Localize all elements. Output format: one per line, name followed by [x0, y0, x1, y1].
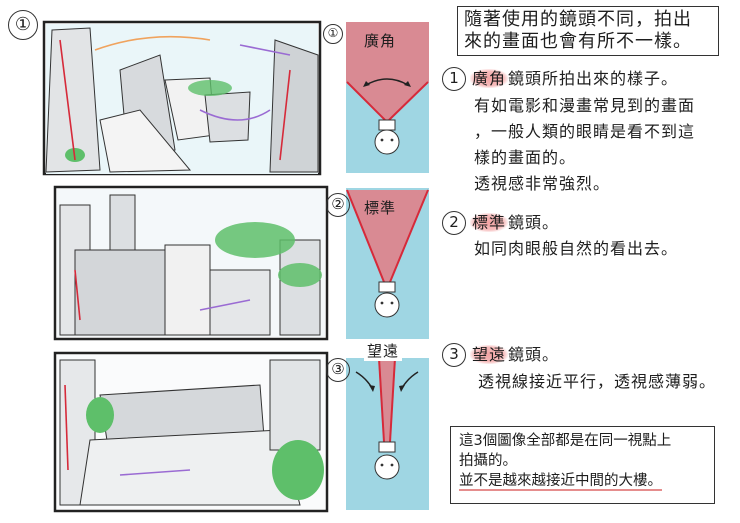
- section-1-number: 1: [442, 67, 466, 91]
- lens-label-standard: 標準: [364, 199, 397, 217]
- intro-line-2: 來的畫面也會有所不一樣。: [464, 31, 692, 52]
- section-3-line-1: 透視線接近平行，透視感薄弱。: [478, 372, 717, 391]
- lens-diagram-wide: [346, 22, 429, 173]
- section-3-number: 3: [442, 343, 466, 367]
- section-2-lead: 標準鏡頭。: [470, 211, 559, 235]
- lens-label-wide: 廣角: [364, 32, 397, 50]
- panel-2-standard-city: [53, 185, 329, 341]
- section-1-line-4: 透視感非常強烈。: [474, 174, 611, 193]
- panel-3-number: ③: [326, 358, 350, 382]
- panel-2-number: ②: [326, 193, 350, 217]
- lens-1-number: ①: [323, 24, 343, 44]
- panel-1-number: ①: [8, 10, 38, 40]
- section-1-line-1: 有如電影和漫畫常見到的畫面: [474, 96, 696, 115]
- section-1-keyword: 廣角: [470, 69, 509, 88]
- note-line-2: 拍攝的。: [459, 453, 517, 469]
- intro-box: 隨著使用的鏡頭不同，拍出 來的畫面也會有所不一樣。: [457, 6, 719, 56]
- note-underlined: 並不是越來越接近中間的大樓。: [459, 473, 662, 491]
- note-box: 這3個圖像全部都是在同一視點上 拍攝的。 並不是越來越接近中間的大樓。: [450, 426, 715, 504]
- panel-1-wide-city: [42, 20, 322, 176]
- section-2-number: 2: [442, 211, 466, 235]
- section-1-lead: 廣角鏡頭所拍出來的樣子。: [470, 67, 678, 91]
- section-3-keyword: 望遠: [470, 345, 509, 364]
- lens-diagram-standard: [346, 188, 429, 339]
- section-2-lead-rest: 鏡頭。: [508, 213, 560, 232]
- panel-3-telephoto-city: [53, 351, 329, 513]
- section-3-lead-rest: 鏡頭。: [508, 345, 560, 364]
- section-3-lead: 望遠鏡頭。: [470, 343, 559, 367]
- lens-diagram-telephoto: [346, 357, 429, 510]
- section-2-keyword: 標準: [470, 213, 509, 232]
- intro-line-1: 隨著使用的鏡頭不同，拍出: [464, 9, 692, 30]
- note-line-1: 這3個圖像全部都是在同一視點上: [459, 433, 672, 449]
- section-1-lead-rest: 鏡頭所拍出來的樣子。: [508, 69, 679, 88]
- section-2-line-1: 如同肉眼般自然的看出去。: [474, 239, 679, 258]
- section-1-line-2: ，一般人類的眼睛是看不到這: [474, 122, 696, 141]
- lens-label-telephoto: 望遠: [364, 340, 403, 361]
- section-1-line-3: 樣的畫面的。: [474, 148, 577, 167]
